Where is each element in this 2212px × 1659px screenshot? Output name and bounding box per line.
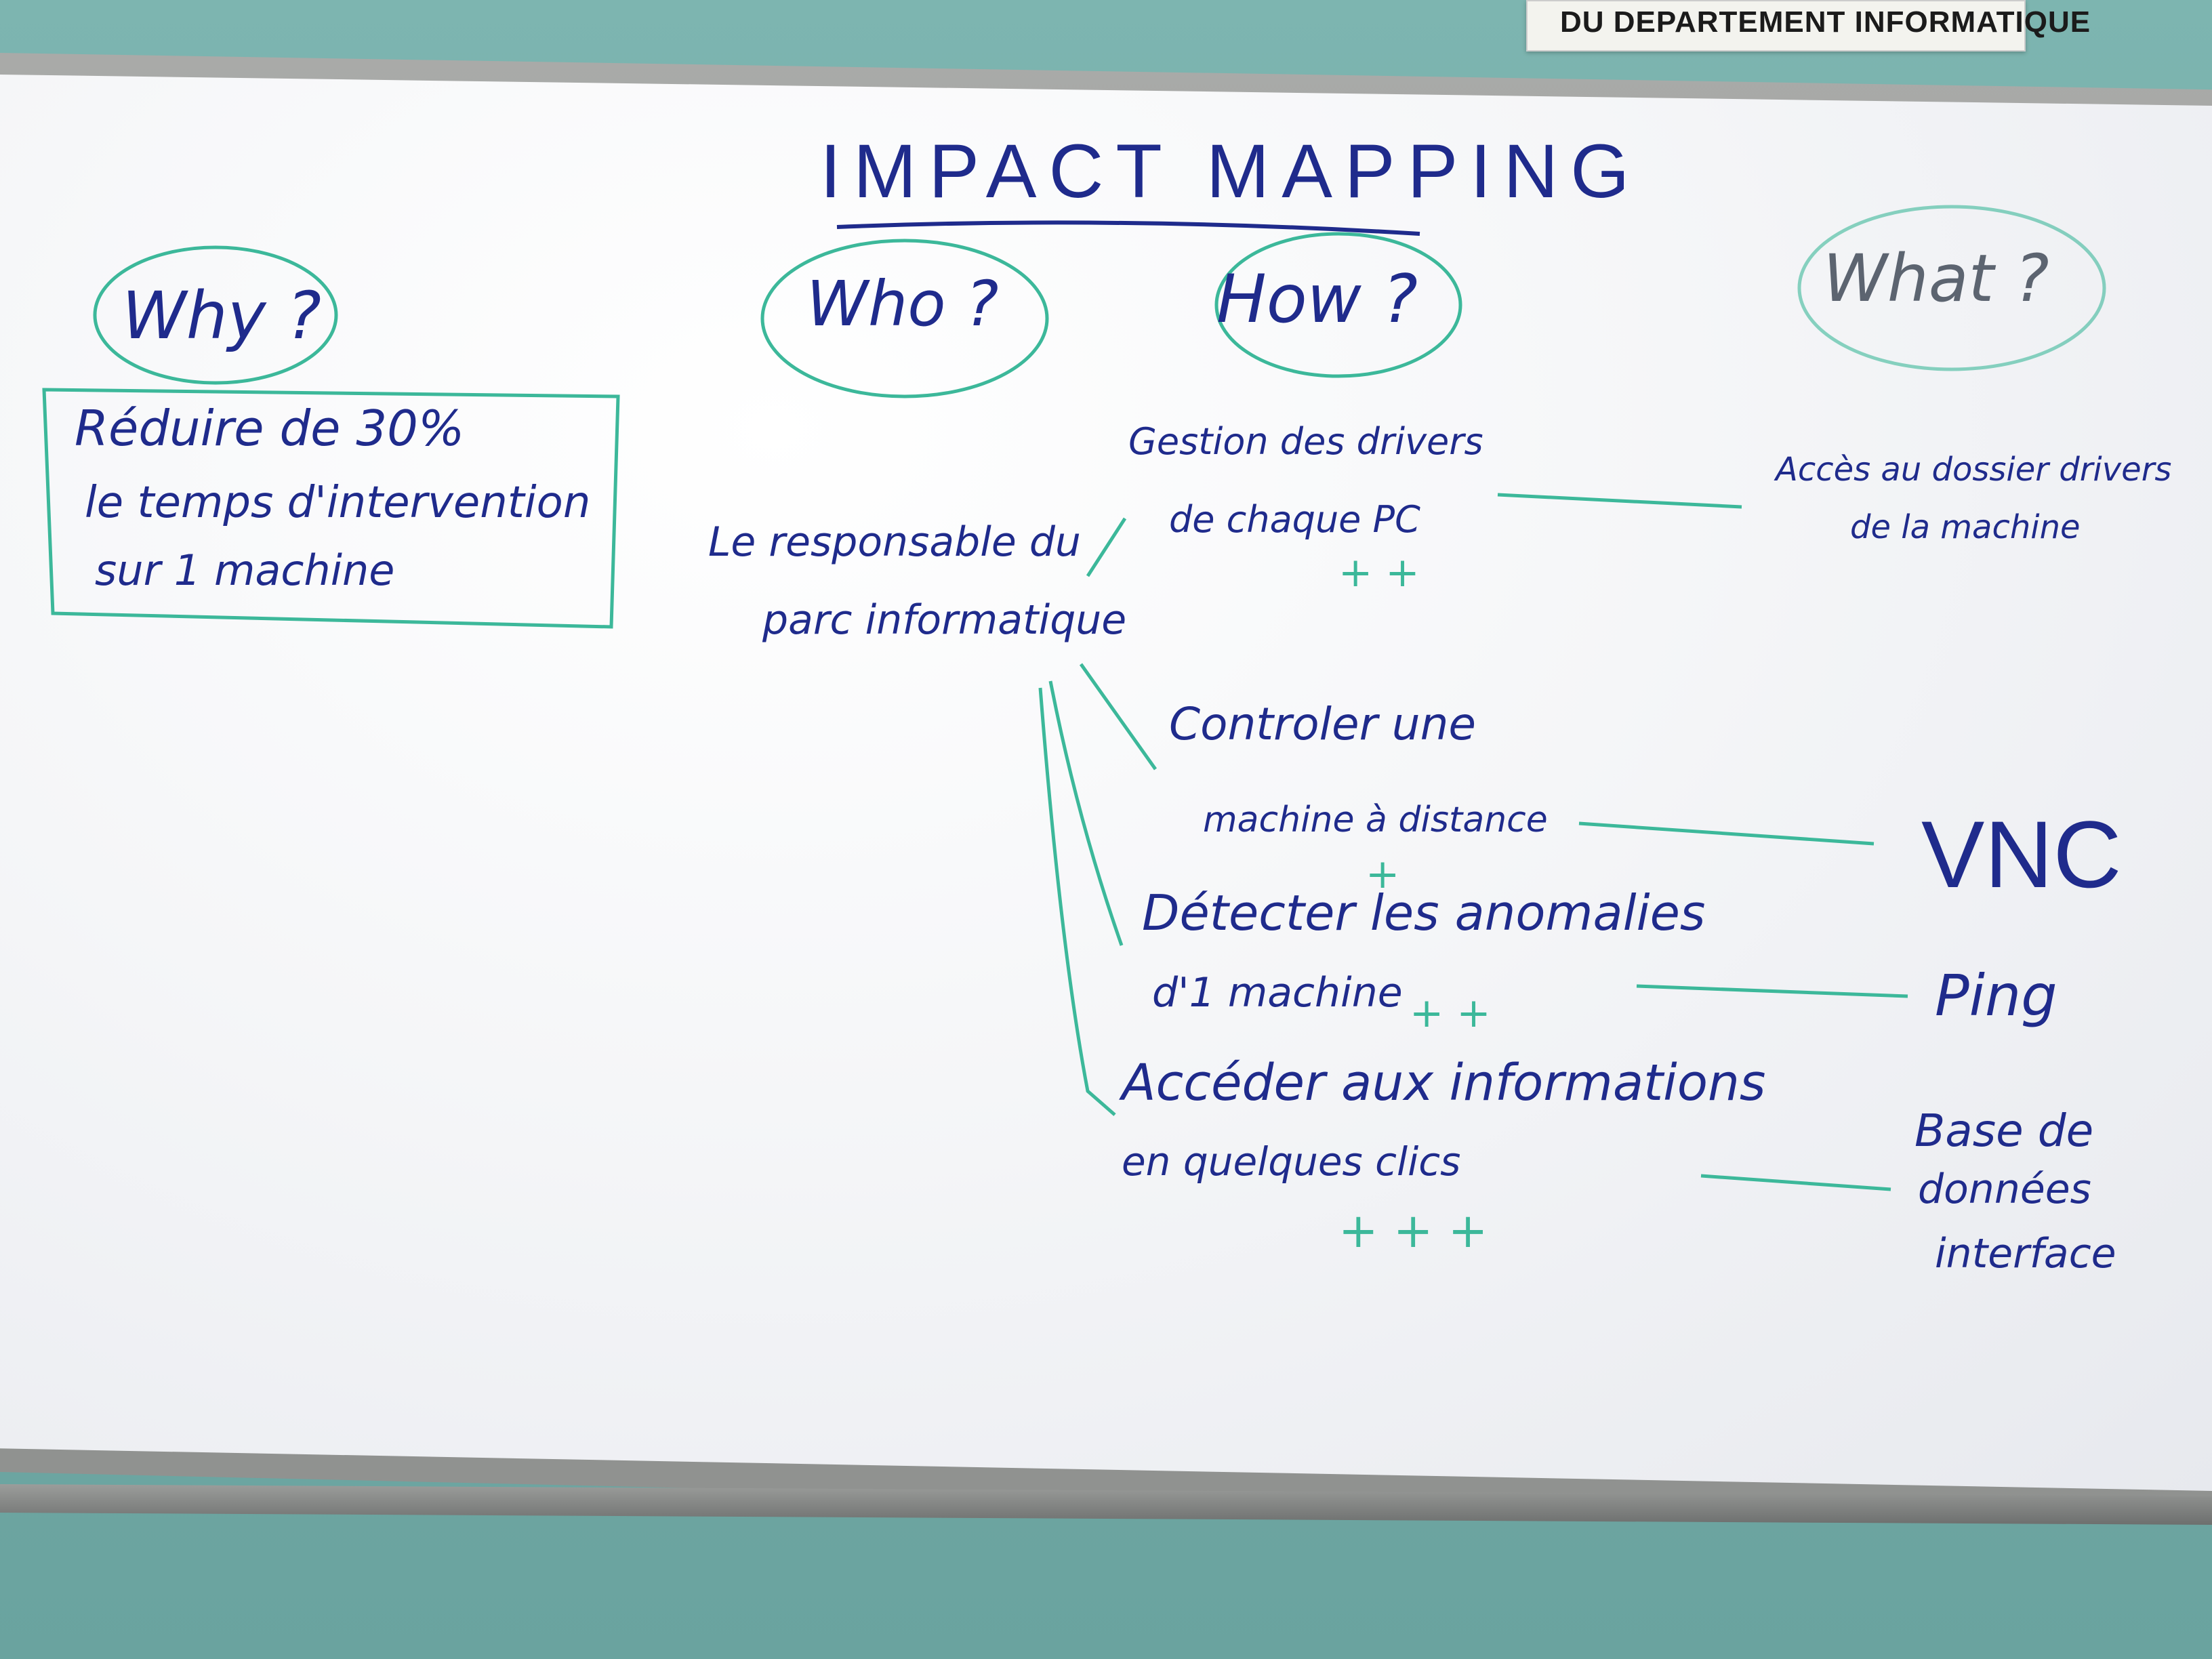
how-2-line-2: machine à distance — [1203, 800, 1548, 840]
what-2-line-1: VNC — [1921, 801, 2122, 907]
header-how: How ? — [1216, 261, 1418, 338]
what-3-line-1: Ping — [1935, 962, 2057, 1029]
what-4-line-1: Base de — [1914, 1105, 2094, 1157]
connector-how-what-1 — [1497, 493, 1742, 509]
how-3-line-2: d'1 machine — [1152, 969, 1403, 1017]
how-3-line-1: Détecter les anomalies — [1142, 884, 1706, 941]
connector-how-what-3 — [1636, 984, 1908, 998]
what-1-line-1: Accès au dossier drivers — [1776, 451, 2172, 489]
how-4-rating: + + + — [1338, 1203, 1488, 1258]
department-sign: DU DEPARTEMENT INFORMATIQUE — [1526, 0, 2090, 52]
connector-how-what-2 — [1578, 821, 1875, 846]
how-2-rating: + — [1366, 851, 1400, 898]
what-ellipse — [1797, 205, 2106, 371]
who-line-1: Le responsable du — [708, 518, 1081, 566]
how-4-line-1: Accéder aux informations — [1122, 1054, 1766, 1112]
board-title: IMPACT MAPPING — [820, 129, 1642, 213]
why-ellipse — [93, 245, 338, 385]
why-line-3: sur 1 machine — [95, 546, 395, 595]
connector-who-how-2 — [1079, 663, 1158, 771]
how-ellipse — [1214, 232, 1462, 378]
how-1-rating: + + — [1338, 549, 1420, 596]
why-line-2: le temps d'intervention — [85, 478, 591, 528]
connector-who-how-1 — [1086, 517, 1127, 577]
what-4-line-3: interface — [1935, 1230, 2116, 1277]
who-ellipse — [760, 239, 1049, 398]
how-1-line-2: de chaque PC — [1169, 498, 1420, 541]
whiteboard — [0, 75, 2212, 1491]
header-why: Why ? — [122, 278, 322, 354]
connector-who-how-4 — [1038, 687, 1116, 1116]
header-who: Who ? — [806, 268, 999, 340]
why-box — [42, 388, 620, 629]
how-4-line-2: en quelques clics — [1122, 1139, 1461, 1185]
what-1-line-2: de la machine — [1850, 508, 2081, 546]
how-2-line-1: Controler une — [1169, 698, 1477, 750]
how-1-line-1: Gestion des drivers — [1128, 420, 1483, 463]
why-line-1: Réduire de 30% — [75, 400, 465, 457]
connector-who-how-3 — [1048, 680, 1124, 946]
how-3-rating: + + — [1410, 989, 1491, 1037]
what-4-line-2: données — [1918, 1166, 2091, 1213]
who-line-2: parc informatique — [762, 596, 1127, 644]
connector-how-what-4 — [1700, 1174, 1891, 1191]
header-what: What ? — [1823, 241, 2049, 316]
sign-text: DU DEPARTEMENT INFORMATIQUE — [1560, 5, 2091, 39]
title-underline — [836, 220, 1420, 236]
